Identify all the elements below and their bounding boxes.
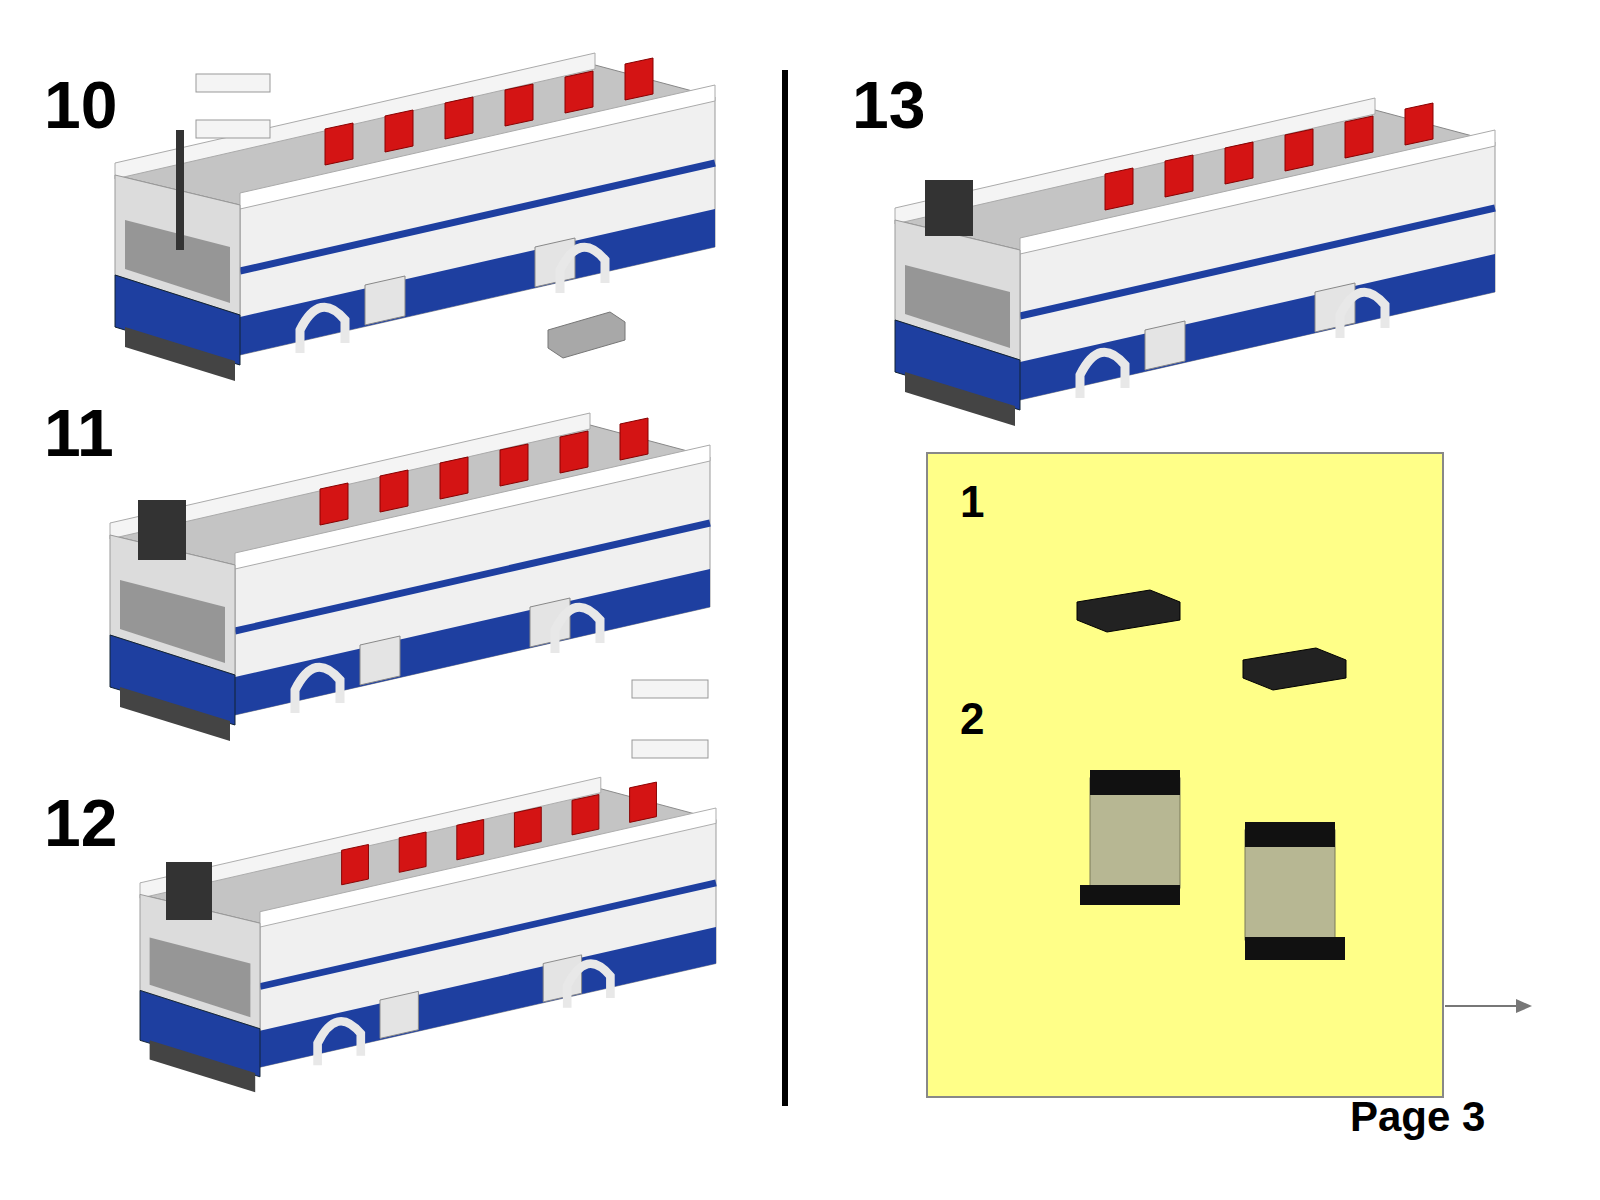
step-number: 10 [44, 72, 117, 138]
step-number: 11 [44, 400, 114, 466]
sub-assembly-box: 12 [926, 452, 1444, 1098]
step-number: 12 [44, 790, 117, 856]
page-number: Page 3 [1350, 1096, 1485, 1138]
step-number: 13 [852, 72, 925, 138]
sub-step-number: 1 [960, 480, 984, 524]
sub-step-number: 2 [960, 697, 984, 741]
